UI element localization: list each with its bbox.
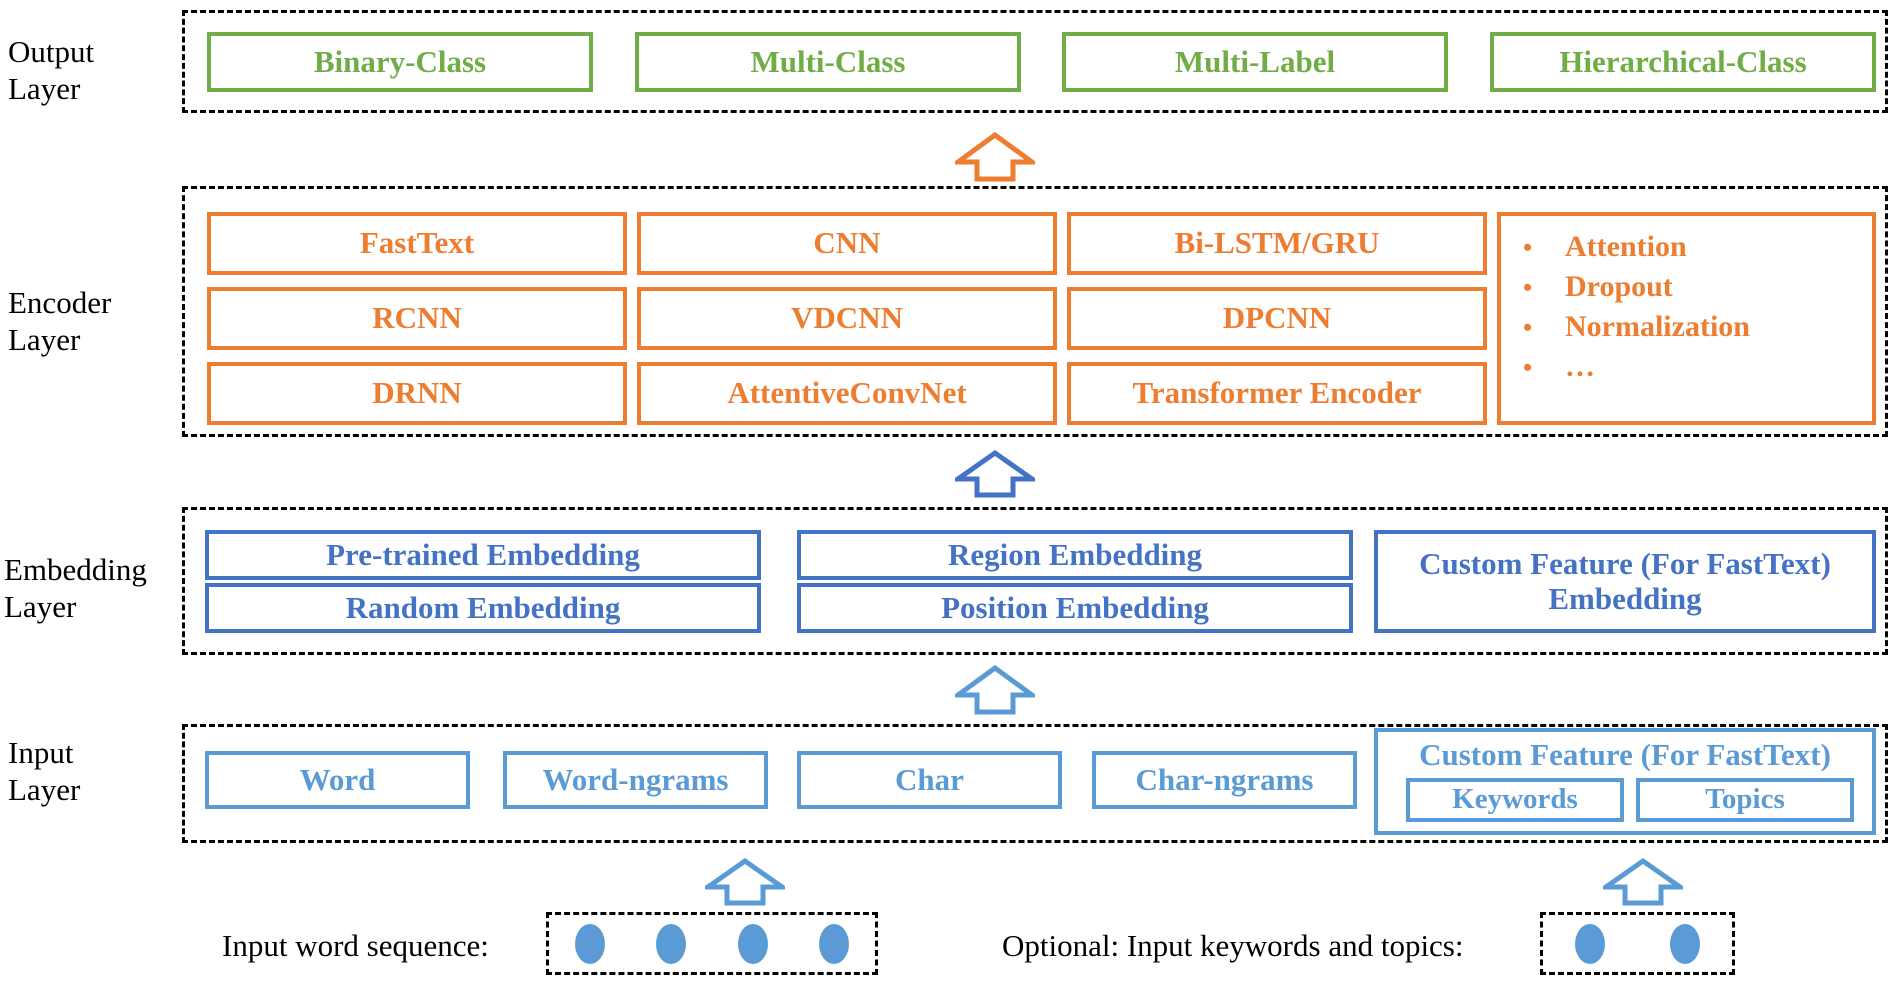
encoder-item-cnn[interactable]: CNN [637, 212, 1057, 275]
encoder-extra-ellipsis[interactable]: • … [1523, 350, 1872, 385]
token-dot-icon [819, 923, 850, 964]
input-layer-zone [182, 724, 1888, 843]
input-item-char-ngrams[interactable]: Char-ngrams [1092, 751, 1357, 809]
encoder-extra-dropout[interactable]: • Dropout [1523, 270, 1872, 305]
input-item-word[interactable]: Word [205, 751, 470, 809]
output-item-multi-class[interactable]: Multi-Class [635, 32, 1021, 92]
arrow-word-sequence-to-input-icon [705, 858, 785, 906]
output-layer-label: Output Layer [8, 34, 95, 106]
input-custom-feature-title: Custom Feature (For FastText) [1419, 737, 1831, 772]
input-custom-feature-keywords[interactable]: Keywords [1406, 778, 1624, 822]
embedding-item-custom-feature[interactable]: Custom Feature (For FastText) Embedding [1374, 530, 1876, 633]
bullet-marker-icon: • [1523, 353, 1533, 382]
encoder-extra-label: … [1565, 350, 1595, 383]
token-dot-icon [574, 923, 605, 964]
arrow-embedding-to-encoder-icon [955, 450, 1035, 498]
encoder-extra-label: Dropout [1565, 270, 1673, 303]
token-dot-icon [1669, 923, 1700, 964]
input-custom-feature-topics[interactable]: Topics [1636, 778, 1854, 822]
embedding-layer-zone [182, 507, 1888, 655]
embedding-item-region[interactable]: Region Embedding [797, 530, 1353, 580]
output-layer-zone [182, 10, 1888, 113]
token-dot-icon [737, 923, 768, 964]
bullet-marker-icon: • [1523, 233, 1533, 262]
embedding-item-random[interactable]: Random Embedding [205, 583, 761, 633]
embedding-layer-label: Embedding Layer [4, 552, 147, 624]
encoder-extra-label: Normalization [1565, 310, 1750, 343]
bullet-marker-icon: • [1523, 273, 1533, 302]
input-word-sequence-tokens [546, 912, 878, 975]
arrow-input-to-embedding-icon [955, 665, 1035, 715]
output-item-hierarchical-class[interactable]: Hierarchical-Class [1490, 32, 1876, 92]
encoder-item-vdcnn[interactable]: VDCNN [637, 287, 1057, 350]
encoder-item-dpcnn[interactable]: DPCNN [1067, 287, 1487, 350]
encoder-item-rcnn[interactable]: RCNN [207, 287, 627, 350]
encoder-extras-box: • Attention • Dropout • Normalization • … [1497, 212, 1876, 425]
input-keywords-caption: Optional: Input keywords and topics: [1002, 928, 1464, 963]
encoder-item-bilstm-gru[interactable]: Bi-LSTM/GRU [1067, 212, 1487, 275]
token-dot-icon [656, 923, 687, 964]
encoder-item-attentiveconvnet[interactable]: AttentiveConvNet [637, 362, 1057, 425]
input-layer-label: Input Layer [8, 735, 81, 807]
input-item-char[interactable]: Char [797, 751, 1062, 809]
input-word-sequence-caption: Input word sequence: [222, 928, 489, 963]
encoder-layer-zone [182, 186, 1888, 437]
output-item-multi-label[interactable]: Multi-Label [1062, 32, 1448, 92]
bullet-marker-icon: • [1523, 313, 1533, 342]
output-item-binary-class[interactable]: Binary-Class [207, 32, 593, 92]
embedding-custom-feature-line2: Embedding [1548, 580, 1702, 616]
encoder-extra-label: Attention [1565, 230, 1687, 263]
input-item-custom-feature[interactable]: Custom Feature (For FastText) Keywords T… [1374, 728, 1876, 835]
encoder-extra-normalization[interactable]: • Normalization [1523, 310, 1872, 345]
encoder-extra-attention[interactable]: • Attention [1523, 230, 1872, 265]
input-item-word-ngrams[interactable]: Word-ngrams [503, 751, 768, 809]
input-keywords-tokens [1540, 912, 1735, 975]
token-dot-icon [1575, 923, 1606, 964]
embedding-custom-feature-line1: Custom Feature (For FastText) [1419, 546, 1831, 582]
encoder-layer-label: Encoder Layer [8, 285, 112, 357]
arrow-encoder-to-output-icon [955, 132, 1035, 182]
embedding-item-position[interactable]: Position Embedding [797, 583, 1353, 633]
arrow-keywords-to-input-icon [1603, 858, 1683, 906]
encoder-item-fasttext[interactable]: FastText [207, 212, 627, 275]
embedding-item-pre-trained[interactable]: Pre-trained Embedding [205, 530, 761, 580]
encoder-item-drnn[interactable]: DRNN [207, 362, 627, 425]
encoder-item-transformer-encoder[interactable]: Transformer Encoder [1067, 362, 1487, 425]
